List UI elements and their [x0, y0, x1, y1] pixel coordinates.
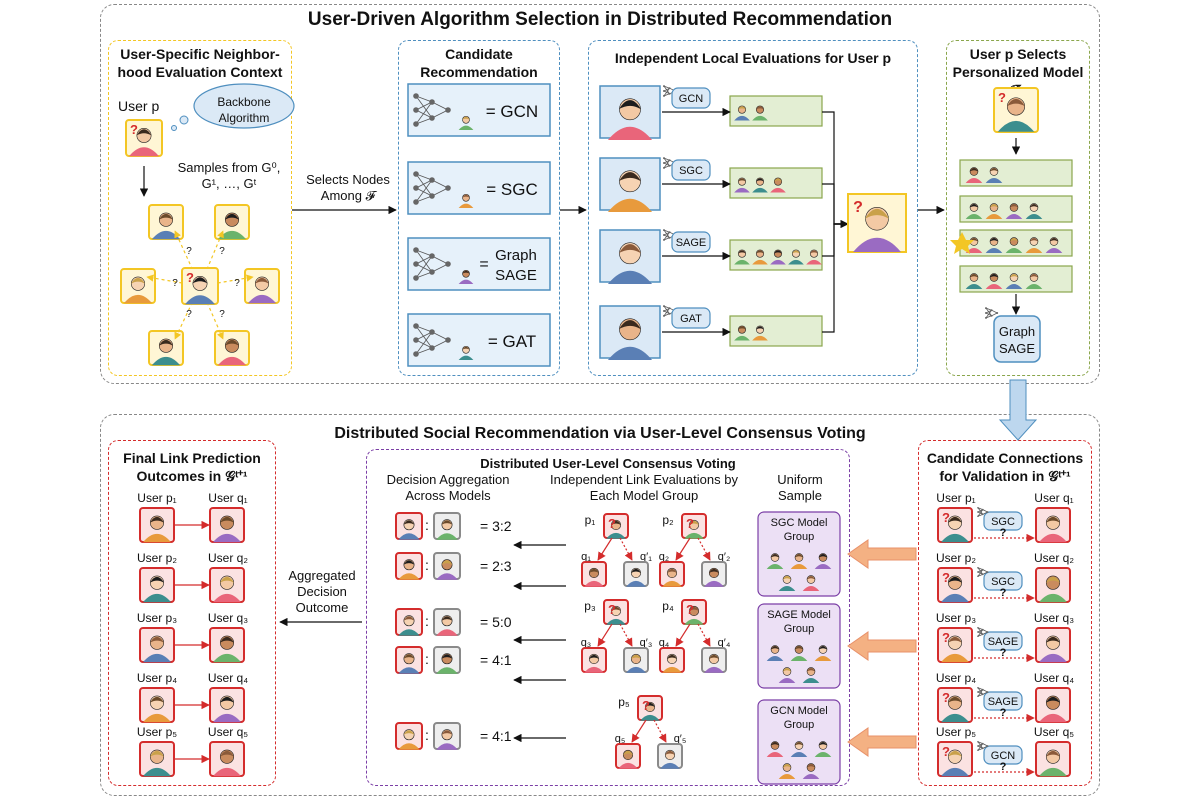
voting-col2: Independent Link Evaluations by Each Mod… [550, 472, 738, 503]
backbone-label: Backbone Algorithm [217, 95, 271, 125]
personal-panel [946, 40, 1090, 376]
voting-title: Distributed User-Level Consensus Voting [480, 456, 736, 471]
samples-label: Samples from G⁰, G¹, …, Gᵗ [177, 160, 281, 191]
top-section-frame [100, 4, 1100, 384]
personal-title: User p Selects Personalized Model 𝓕p [952, 46, 1084, 98]
voting-panel [366, 449, 850, 786]
bottom-section-title: Distributed Social Recommendation via Us… [334, 425, 866, 442]
evals-title: Independent Local Evaluations for User p [614, 50, 892, 66]
context-user-label: User p [118, 98, 160, 114]
top-section-title: User-Driven Algorithm Selection in Distr… [307, 9, 893, 30]
voting-col3: Uniform Sample [777, 472, 823, 503]
aggregated-label: Aggregated Decision Outcome [288, 568, 356, 615]
voting-col1: Decision Aggregation Across Models [386, 472, 510, 503]
final-title: Final Link Prediction Outcomes in 𝒢ᵗ⁺¹ [123, 450, 261, 484]
candidates-panel [398, 40, 560, 376]
candidate-conn-panel [918, 440, 1092, 786]
candidate-conn-title: Candidate Connections for Validation in … [926, 450, 1084, 484]
evals-panel [588, 40, 918, 376]
selects-label: Selects Nodes Among 𝓕 [306, 172, 390, 203]
context-panel [108, 40, 292, 376]
context-title: User-Specific Neighbor-hood Evaluation C… [117, 46, 283, 80]
final-panel [108, 440, 276, 786]
bottom-section-frame [100, 414, 1100, 796]
candidates-title: Candidate Recommendation Models (𝓕) [420, 46, 538, 98]
